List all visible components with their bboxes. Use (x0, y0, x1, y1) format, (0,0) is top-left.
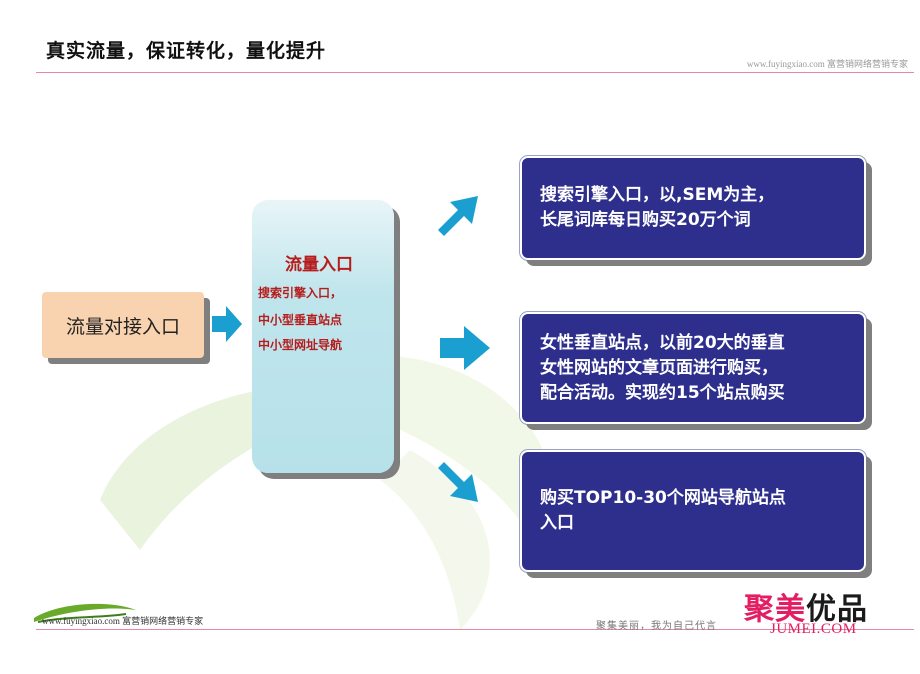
brand-cn-part-b: 优品 (806, 592, 868, 627)
arrow-down-right-icon (438, 462, 478, 502)
box-text-line: 入口 (540, 513, 574, 533)
search-engine-box: 搜索引擎入口，以,SEM为主， 长尾词库每日购买20万个词 (520, 156, 866, 260)
traffic-source-box: 流量入口 搜索引擎入口， 中小型垂直站点 中小型网址导航 (252, 200, 394, 473)
brand-logo-cn: 聚美优品 (744, 584, 868, 628)
box-text-line: 长尾词库每日购买20万个词 (540, 210, 751, 230)
arrow-up-right-icon (438, 196, 478, 236)
footer-divider (36, 629, 914, 630)
box-text-line: 配合活动。实现约15个站点购买 (540, 382, 785, 403)
page-title: 真实流量，保证转化，量化提升 (46, 40, 327, 62)
box-text-line: 购买TOP10-30个网站导航站点 (540, 488, 786, 508)
brand-cn-part-a: 聚美 (744, 592, 806, 627)
arrow-right-icon (212, 306, 242, 342)
brand-logo-en: JUMEI.COM (770, 621, 857, 637)
box-text-line: 女性垂直站点，以前20大的垂直 (540, 332, 785, 353)
footer-slogan: 聚集美丽，我为自己代言 (596, 621, 717, 632)
traffic-source-line: 中小型垂直站点 (258, 313, 343, 327)
leaf-logo-icon (34, 603, 136, 623)
arrow-right-icon (440, 326, 490, 370)
header-site-text: www.fuyingxiao.com 富营销网络营销专家 (746, 59, 908, 69)
vertical-sites-box: 女性垂直站点，以前20大的垂直 女性网站的文章页面进行购买， 配合活动。实现约1… (520, 312, 866, 424)
footer-site-text: www.fuyingxiao.com 富营销网络营销专家 (42, 616, 204, 626)
nav-sites-box: 购买TOP10-30个网站导航站点 入口 (520, 450, 866, 572)
traffic-entry-box: 流量对接入口 (42, 292, 204, 358)
traffic-source-title: 流量入口 (285, 255, 353, 275)
box-text-line: 搜索引擎入口，以,SEM为主， (540, 185, 775, 205)
box-text-line: 女性网站的文章页面进行购买， (540, 357, 778, 378)
header-divider (36, 72, 914, 73)
traffic-source-line: 搜索引擎入口， (258, 286, 343, 300)
traffic-source-line: 中小型网址导航 (258, 338, 343, 352)
